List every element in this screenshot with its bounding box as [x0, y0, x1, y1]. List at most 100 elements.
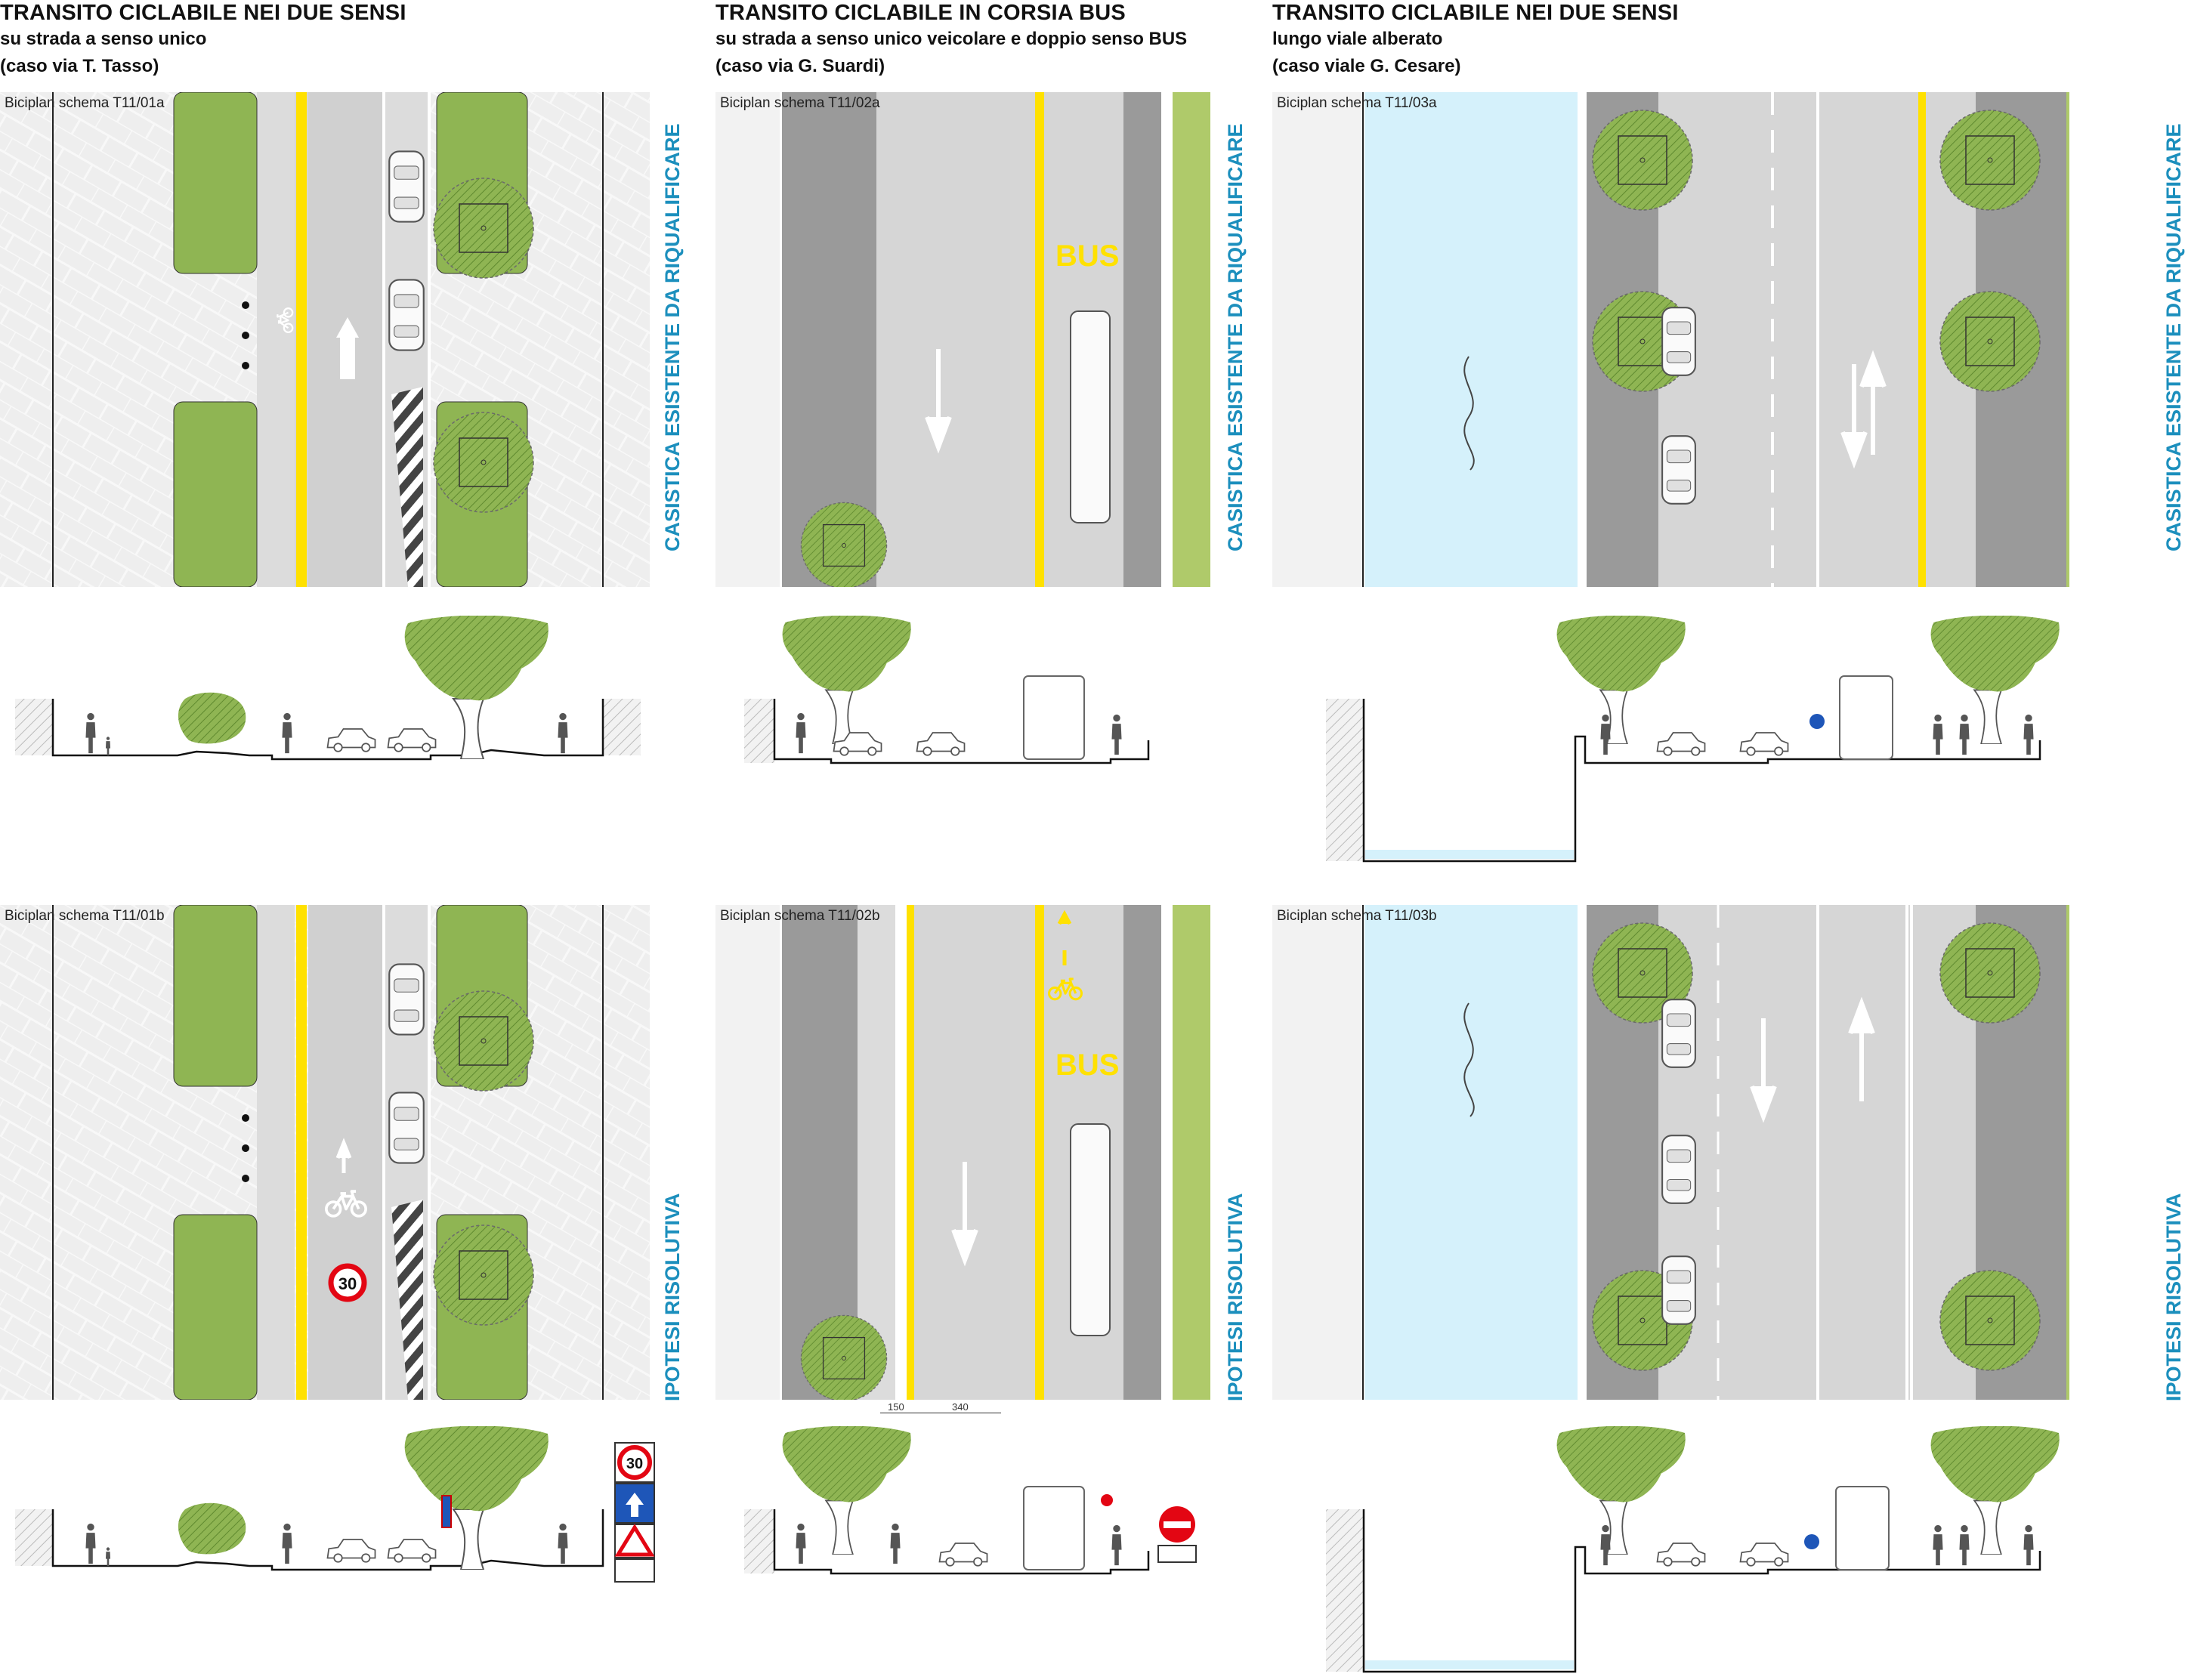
plan-panel-t11-02a: BUS Biciplan schema T11/02a	[715, 92, 1210, 587]
speed-limit-text: 30	[338, 1274, 357, 1293]
pedestrian-icon	[1600, 714, 1611, 755]
tree-icon	[1592, 110, 1693, 211]
green-flowerbed	[173, 905, 258, 1087]
tree-icon	[800, 1314, 888, 1400]
cross-sections-row-1	[15, 616, 2060, 863]
arrow-up-icon	[336, 317, 359, 379]
car-icon	[388, 1092, 425, 1164]
car-icon	[387, 1539, 437, 1563]
pedestrian-icon	[796, 1523, 806, 1564]
car-icon	[938, 1543, 988, 1567]
car-icon	[1661, 1135, 1696, 1204]
side-label-existing: CASISTICA ESISTENTE DA RIQUALIFICARE	[2162, 123, 2185, 551]
tree-icon	[1556, 616, 1686, 744]
plan-panel-t11-01b: 30 Biciplan schema T11/01b	[0, 905, 650, 1400]
hatched-island	[391, 387, 423, 587]
bus-icon	[1023, 675, 1085, 760]
bus-icon	[1835, 1486, 1890, 1570]
column-subtitle: su strada a senso unico veicolare e dopp…	[715, 29, 1188, 49]
panel-label: Biciplan schema T11/02b	[720, 908, 880, 924]
speed-limit-text: 30	[626, 1456, 643, 1472]
plan-panel-t11-02b: BUS Biciplan schema T11/02b	[715, 905, 1210, 1400]
plan-drawing	[1272, 92, 2069, 587]
plan-drawing	[0, 92, 650, 587]
car-icon	[916, 732, 966, 756]
pedestrian-icon	[1111, 714, 1122, 755]
road-signs-column: 30	[614, 1442, 655, 1583]
cyclist-icon	[282, 712, 292, 754]
dimension-label: 150	[888, 1401, 904, 1413]
plan-drawing: 30	[0, 905, 650, 1400]
tree-icon	[1939, 922, 2041, 1024]
car-icon	[387, 728, 437, 752]
tree-icon	[1939, 1270, 2041, 1371]
canal-water	[1364, 905, 1578, 1400]
plan-drawing: BUS	[715, 92, 1210, 587]
car-icon	[1739, 1543, 1789, 1567]
car-icon	[388, 279, 425, 351]
side-label-existing: CASISTICA ESISTENTE DA RIQUALIFICARE	[1224, 123, 1247, 551]
bus-icon	[1023, 1486, 1085, 1570]
tree-icon	[1930, 616, 2060, 744]
cyclist-icon	[1933, 1524, 1943, 1566]
cyclist-icon	[1933, 714, 1943, 755]
panel-label: Biciplan schema T11/01b	[5, 908, 165, 924]
cross-section-t11-02a	[744, 616, 1150, 764]
dimension-line: 150 340	[880, 1401, 1009, 1420]
pedestrian-icon	[85, 712, 96, 754]
yellow-lane-line	[1035, 905, 1044, 1400]
yellow-lane-line	[1035, 92, 1044, 587]
dimension-label: 340	[952, 1401, 969, 1413]
plan-drawing	[1272, 905, 2069, 1400]
warning-sign-icon	[614, 1524, 655, 1557]
tree-icon	[1939, 291, 2041, 392]
tree-icon	[1556, 1426, 1686, 1555]
pedestrian-icon	[85, 1523, 96, 1564]
column-title: TRANSITO CICLABILE NEI DUE SENSI	[1272, 1, 1679, 25]
cross-section-t11-02b	[744, 1426, 1197, 1575]
tree-icon	[433, 990, 534, 1092]
yellow-lane-line	[296, 905, 307, 1400]
canal-water	[1364, 92, 1578, 587]
arrow-up-icon	[1848, 996, 1875, 1101]
column-title: TRANSITO CICLABILE NEI DUE SENSI	[0, 1, 406, 25]
pedestrian-icon	[2023, 714, 2034, 755]
plan-panel-t11-03b: Biciplan schema T11/03b	[1272, 905, 2069, 1400]
cross-sections-row-2: 30	[15, 1426, 2060, 1673]
green-flowerbed	[173, 401, 258, 587]
cross-section-t11-03b	[1326, 1426, 2060, 1673]
car-icon	[326, 1539, 376, 1563]
speed-limit-30-icon	[328, 1263, 367, 1302]
car-icon	[1739, 732, 1789, 756]
pedestrian-icon	[1600, 1524, 1611, 1566]
column-subtitle: (caso viale G. Cesare)	[1272, 56, 1461, 76]
tree-icon	[433, 178, 534, 279]
side-label-existing: CASISTICA ESISTENTE DA RIQUALIFICARE	[661, 123, 684, 551]
column-subtitle: lungo viale alberato	[1272, 29, 1443, 49]
tree-icon	[1930, 1426, 2060, 1555]
tree-icon	[1939, 110, 2041, 211]
car-icon	[1661, 307, 1696, 376]
car-icon	[1661, 435, 1696, 505]
canal-water	[1365, 850, 1574, 859]
car-icon	[1661, 1255, 1696, 1325]
column-header-2: TRANSITO CICLABILE IN CORSIA BUS su stra…	[715, 0, 1187, 80]
bus-lane-text: BUS	[1055, 239, 1119, 273]
plan-panel-t11-01a: Biciplan schema T11/01a	[0, 92, 650, 587]
side-label-solution: IPOTESI RISOLUTIVA	[661, 1193, 684, 1401]
cross-section-t11-01b	[15, 1426, 604, 1571]
cross-section-t11-01a	[15, 616, 641, 761]
car-icon	[1656, 732, 1706, 756]
yellow-lane-line	[1918, 92, 1926, 587]
column-subtitle: (caso via T. Tasso)	[0, 56, 159, 76]
panel-label: Biciplan schema T11/01a	[5, 95, 165, 111]
side-label-solution: IPOTESI RISOLUTIVA	[2162, 1193, 2185, 1401]
yellow-lane-line	[296, 92, 307, 587]
pedestrian-icon	[558, 1523, 568, 1564]
pedestrian-icon	[1111, 1524, 1122, 1566]
car-icon	[1656, 1543, 1706, 1567]
panel-label: Biciplan schema T11/02a	[720, 95, 880, 111]
arrow-up-icon	[335, 1138, 352, 1173]
pedestrian-icon	[796, 712, 806, 754]
green-flowerbed	[173, 92, 258, 274]
